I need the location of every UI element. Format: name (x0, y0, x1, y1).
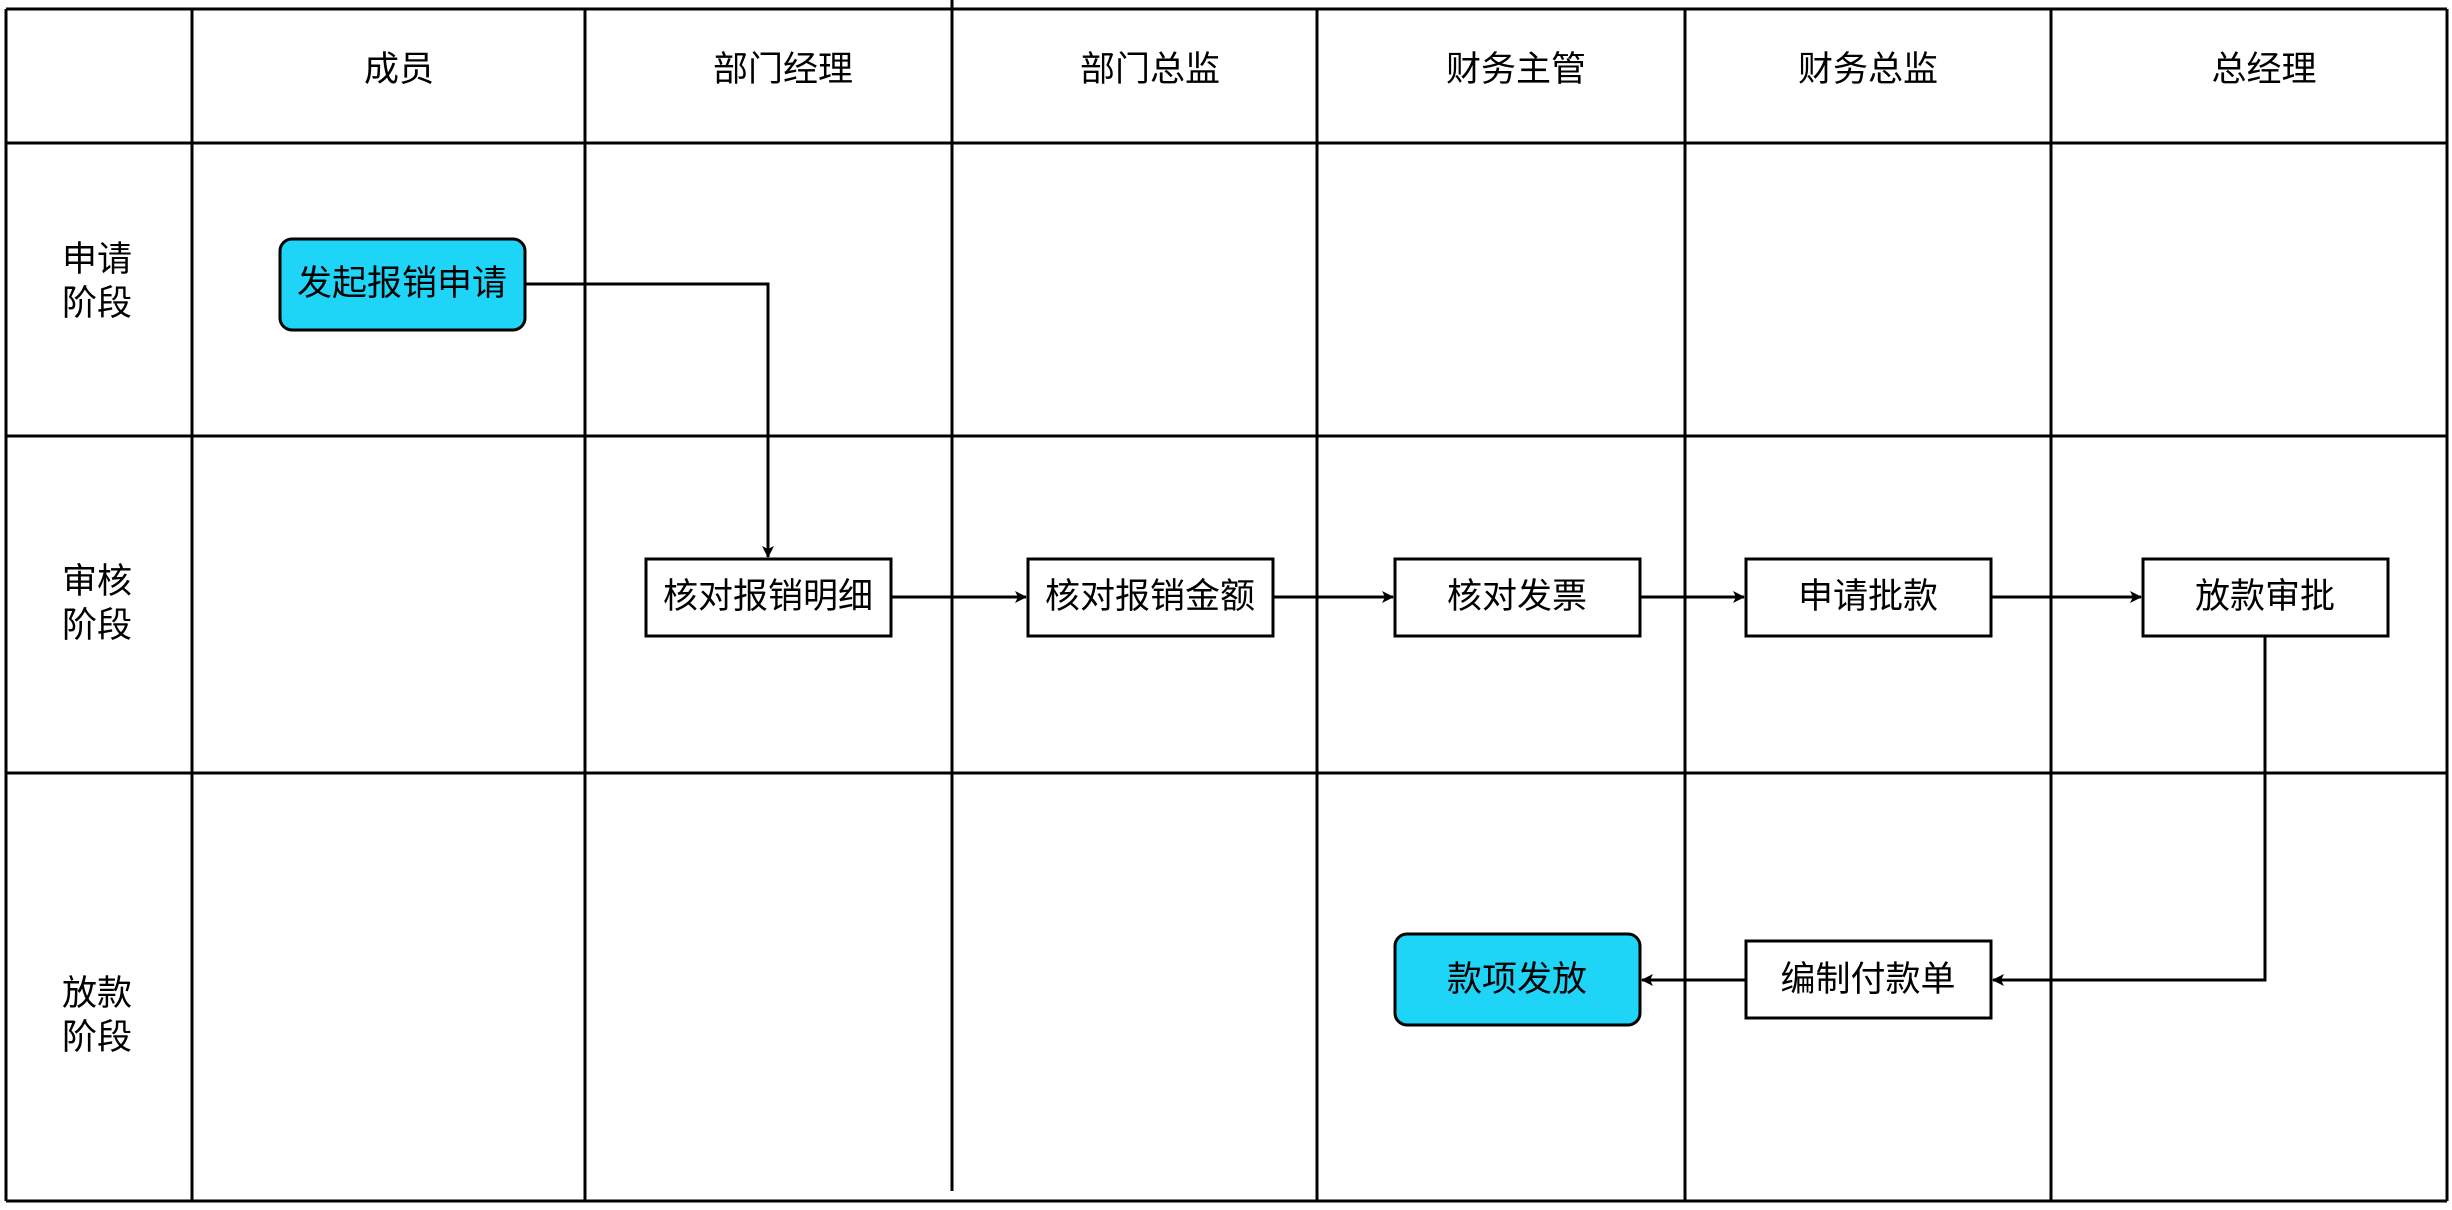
node-disburse[interactable]: 款项发放 (1393, 932, 1642, 1027)
node-payment-order-box (1744, 939, 1993, 1020)
node-request-funds-label: 申请批款 (1798, 577, 1938, 617)
node-check-detail-label: 核对报销明细 (663, 577, 873, 617)
node-payment-order-label: 编制付款单 (1780, 960, 1955, 1000)
node-check-invoice-box (1393, 557, 1642, 638)
node-check-invoice[interactable]: 核对发票 (1393, 557, 1642, 638)
column-header-dept-manager: 部门经理 (713, 50, 853, 90)
node-start-label: 发起报销申请 (297, 264, 507, 304)
edges (525, 282, 2267, 986)
node-check-amount[interactable]: 核对报销金额 (1026, 557, 1275, 638)
row-header-review-line2: 阶段 (62, 606, 132, 646)
column-headers: 成员 部门经理 部门总监 财务主管 财务总监 总经理 (364, 50, 2317, 90)
edge-start-to-check-detail (525, 282, 774, 558)
node-disburse-label: 款项发放 (1447, 960, 1587, 1000)
row-header-review-line1: 审核 (62, 562, 132, 602)
row-headers: 申请 阶段 审核 阶段 放款 阶段 (62, 240, 132, 1058)
node-start-box (278, 237, 527, 332)
node-disburse-box (1393, 932, 1642, 1027)
row-header-apply-line2: 阶段 (62, 284, 132, 324)
row-header-payout-line2: 阶段 (62, 1018, 132, 1058)
node-start[interactable]: 发起报销申请 (278, 237, 527, 332)
node-check-amount-box (1026, 557, 1275, 638)
column-header-general-manager: 总经理 (2211, 50, 2316, 90)
node-check-amount-label: 核对报销金额 (1045, 577, 1255, 617)
node-check-detail[interactable]: 核对报销明细 (644, 557, 893, 638)
row-header-payout-line1: 放款 (62, 974, 132, 1014)
node-payout-approval-label: 放款审批 (2195, 577, 2335, 617)
node-payout-approval[interactable]: 放款审批 (2141, 557, 2390, 638)
column-header-finance-supervisor: 财务主管 (1446, 50, 1586, 90)
edge-payout-approval-to-payment-order (1992, 636, 2267, 986)
node-request-funds[interactable]: 申请批款 (1744, 557, 1993, 638)
row-header-apply-line1: 申请 (62, 240, 132, 280)
node-payment-order[interactable]: 编制付款单 (1744, 939, 1993, 1020)
column-header-dept-director: 部门总监 (1080, 50, 1220, 90)
grid (4, 0, 2449, 1203)
column-header-finance-director: 财务总监 (1798, 50, 1938, 90)
node-payout-approval-box (2141, 557, 2390, 638)
node-request-funds-box (1744, 557, 1993, 638)
node-check-invoice-label: 核对发票 (1447, 577, 1587, 617)
column-header-member: 成员 (364, 50, 434, 90)
node-check-detail-box (644, 557, 893, 638)
